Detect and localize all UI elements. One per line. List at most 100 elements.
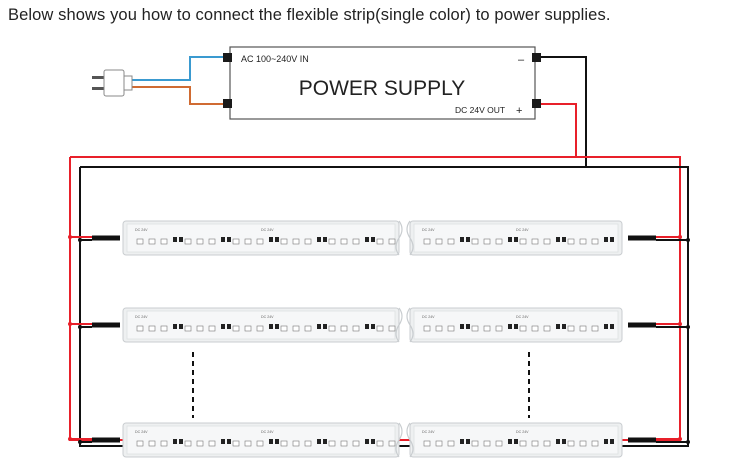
strip-led [435, 325, 443, 332]
strip-led [160, 238, 168, 245]
strip-led [208, 325, 216, 332]
strip-led [292, 325, 300, 332]
strip-led [388, 325, 396, 332]
strip-resistor [556, 237, 560, 242]
strip-resistor [514, 439, 518, 444]
strip-led [196, 440, 204, 447]
strip-voltage-label: DC 24V [422, 228, 435, 232]
strip-resistor [173, 439, 177, 444]
red-bus [69, 156, 681, 441]
strip-led [435, 440, 443, 447]
strip-led [471, 238, 479, 245]
strip-led [591, 440, 599, 447]
strip-led [567, 238, 575, 245]
strip-voltage-label: DC 24V [422, 315, 435, 319]
strip-resistor [371, 237, 375, 242]
strip-resistor [466, 439, 470, 444]
strip-led [328, 325, 336, 332]
strip-resistor [269, 324, 273, 329]
strip-led [232, 440, 240, 447]
wire-junction [68, 235, 72, 239]
strip-resistor [179, 324, 183, 329]
strip-led [435, 238, 443, 245]
strip-lead-cable [628, 437, 656, 443]
power-plug [92, 69, 133, 97]
strip-led [352, 440, 360, 447]
strip-lead-cable [92, 235, 120, 241]
strip-led [340, 440, 348, 447]
strip-lead-cable [92, 322, 120, 328]
strip-voltage-label: DC 24V [516, 315, 529, 319]
strip-lead-cable [92, 437, 120, 443]
strip-led [280, 325, 288, 332]
strip-led [579, 238, 587, 245]
strip-resistor [179, 439, 183, 444]
strip-led [256, 325, 264, 332]
strip-led [184, 325, 192, 332]
strip-led [280, 238, 288, 245]
strip-resistor [610, 439, 614, 444]
strip-led [148, 325, 156, 332]
strip-resistor [562, 324, 566, 329]
strip-resistor [275, 439, 279, 444]
diagram-title: Below shows you how to connect the flexi… [8, 6, 611, 24]
strip-board [126, 310, 396, 340]
strip-resistor [604, 324, 608, 329]
strip-led [376, 325, 384, 332]
strip-resistor [610, 324, 614, 329]
strip-led [208, 440, 216, 447]
strip-led [256, 238, 264, 245]
strip-led [208, 238, 216, 245]
wire-junction [678, 235, 682, 239]
strip-led [244, 325, 252, 332]
strip-resistor [460, 237, 464, 242]
wire-junction [68, 437, 72, 441]
strip-led [232, 238, 240, 245]
strip-resistor [227, 439, 231, 444]
strip-resistor [460, 324, 464, 329]
strip-resistor [562, 439, 566, 444]
strip-resistor [275, 324, 279, 329]
strip-led [495, 440, 503, 447]
power-supply-label: POWER SUPPLY [299, 77, 465, 100]
strip-resistor [371, 439, 375, 444]
strip-resistor [466, 237, 470, 242]
strip-led [292, 238, 300, 245]
strip-led [148, 238, 156, 245]
strip-lead-cable [628, 322, 656, 328]
strip-resistor [604, 439, 608, 444]
strip-resistor [227, 237, 231, 242]
strip-led [244, 238, 252, 245]
strip-resistor [317, 439, 321, 444]
strip-resistor [365, 237, 369, 242]
strip-cut-end [395, 422, 403, 458]
strip-voltage-label: DC 24V [261, 315, 274, 319]
strip-led [136, 440, 144, 447]
strip-led [304, 440, 312, 447]
strip-led [328, 238, 336, 245]
strip-voltage-label: DC 24V [422, 430, 435, 434]
strip-led [471, 325, 479, 332]
strip-cut-end [406, 307, 414, 343]
strip-resistor [556, 324, 560, 329]
continuation-marks [192, 352, 530, 418]
strip-led [184, 238, 192, 245]
strip-led [423, 440, 431, 447]
strip-cut-end [406, 220, 414, 256]
strip-led [483, 325, 491, 332]
strip-resistor [508, 237, 512, 242]
strip-resistor [275, 237, 279, 242]
strip-led [531, 440, 539, 447]
strip-led [376, 440, 384, 447]
strip-resistor [610, 237, 614, 242]
strip-led [160, 325, 168, 332]
strip-led [136, 238, 144, 245]
strip-resistor [514, 237, 518, 242]
strip-led [292, 440, 300, 447]
wire-junction [686, 440, 690, 444]
strip-led [519, 325, 527, 332]
strip-led [567, 325, 575, 332]
strip-led [388, 238, 396, 245]
